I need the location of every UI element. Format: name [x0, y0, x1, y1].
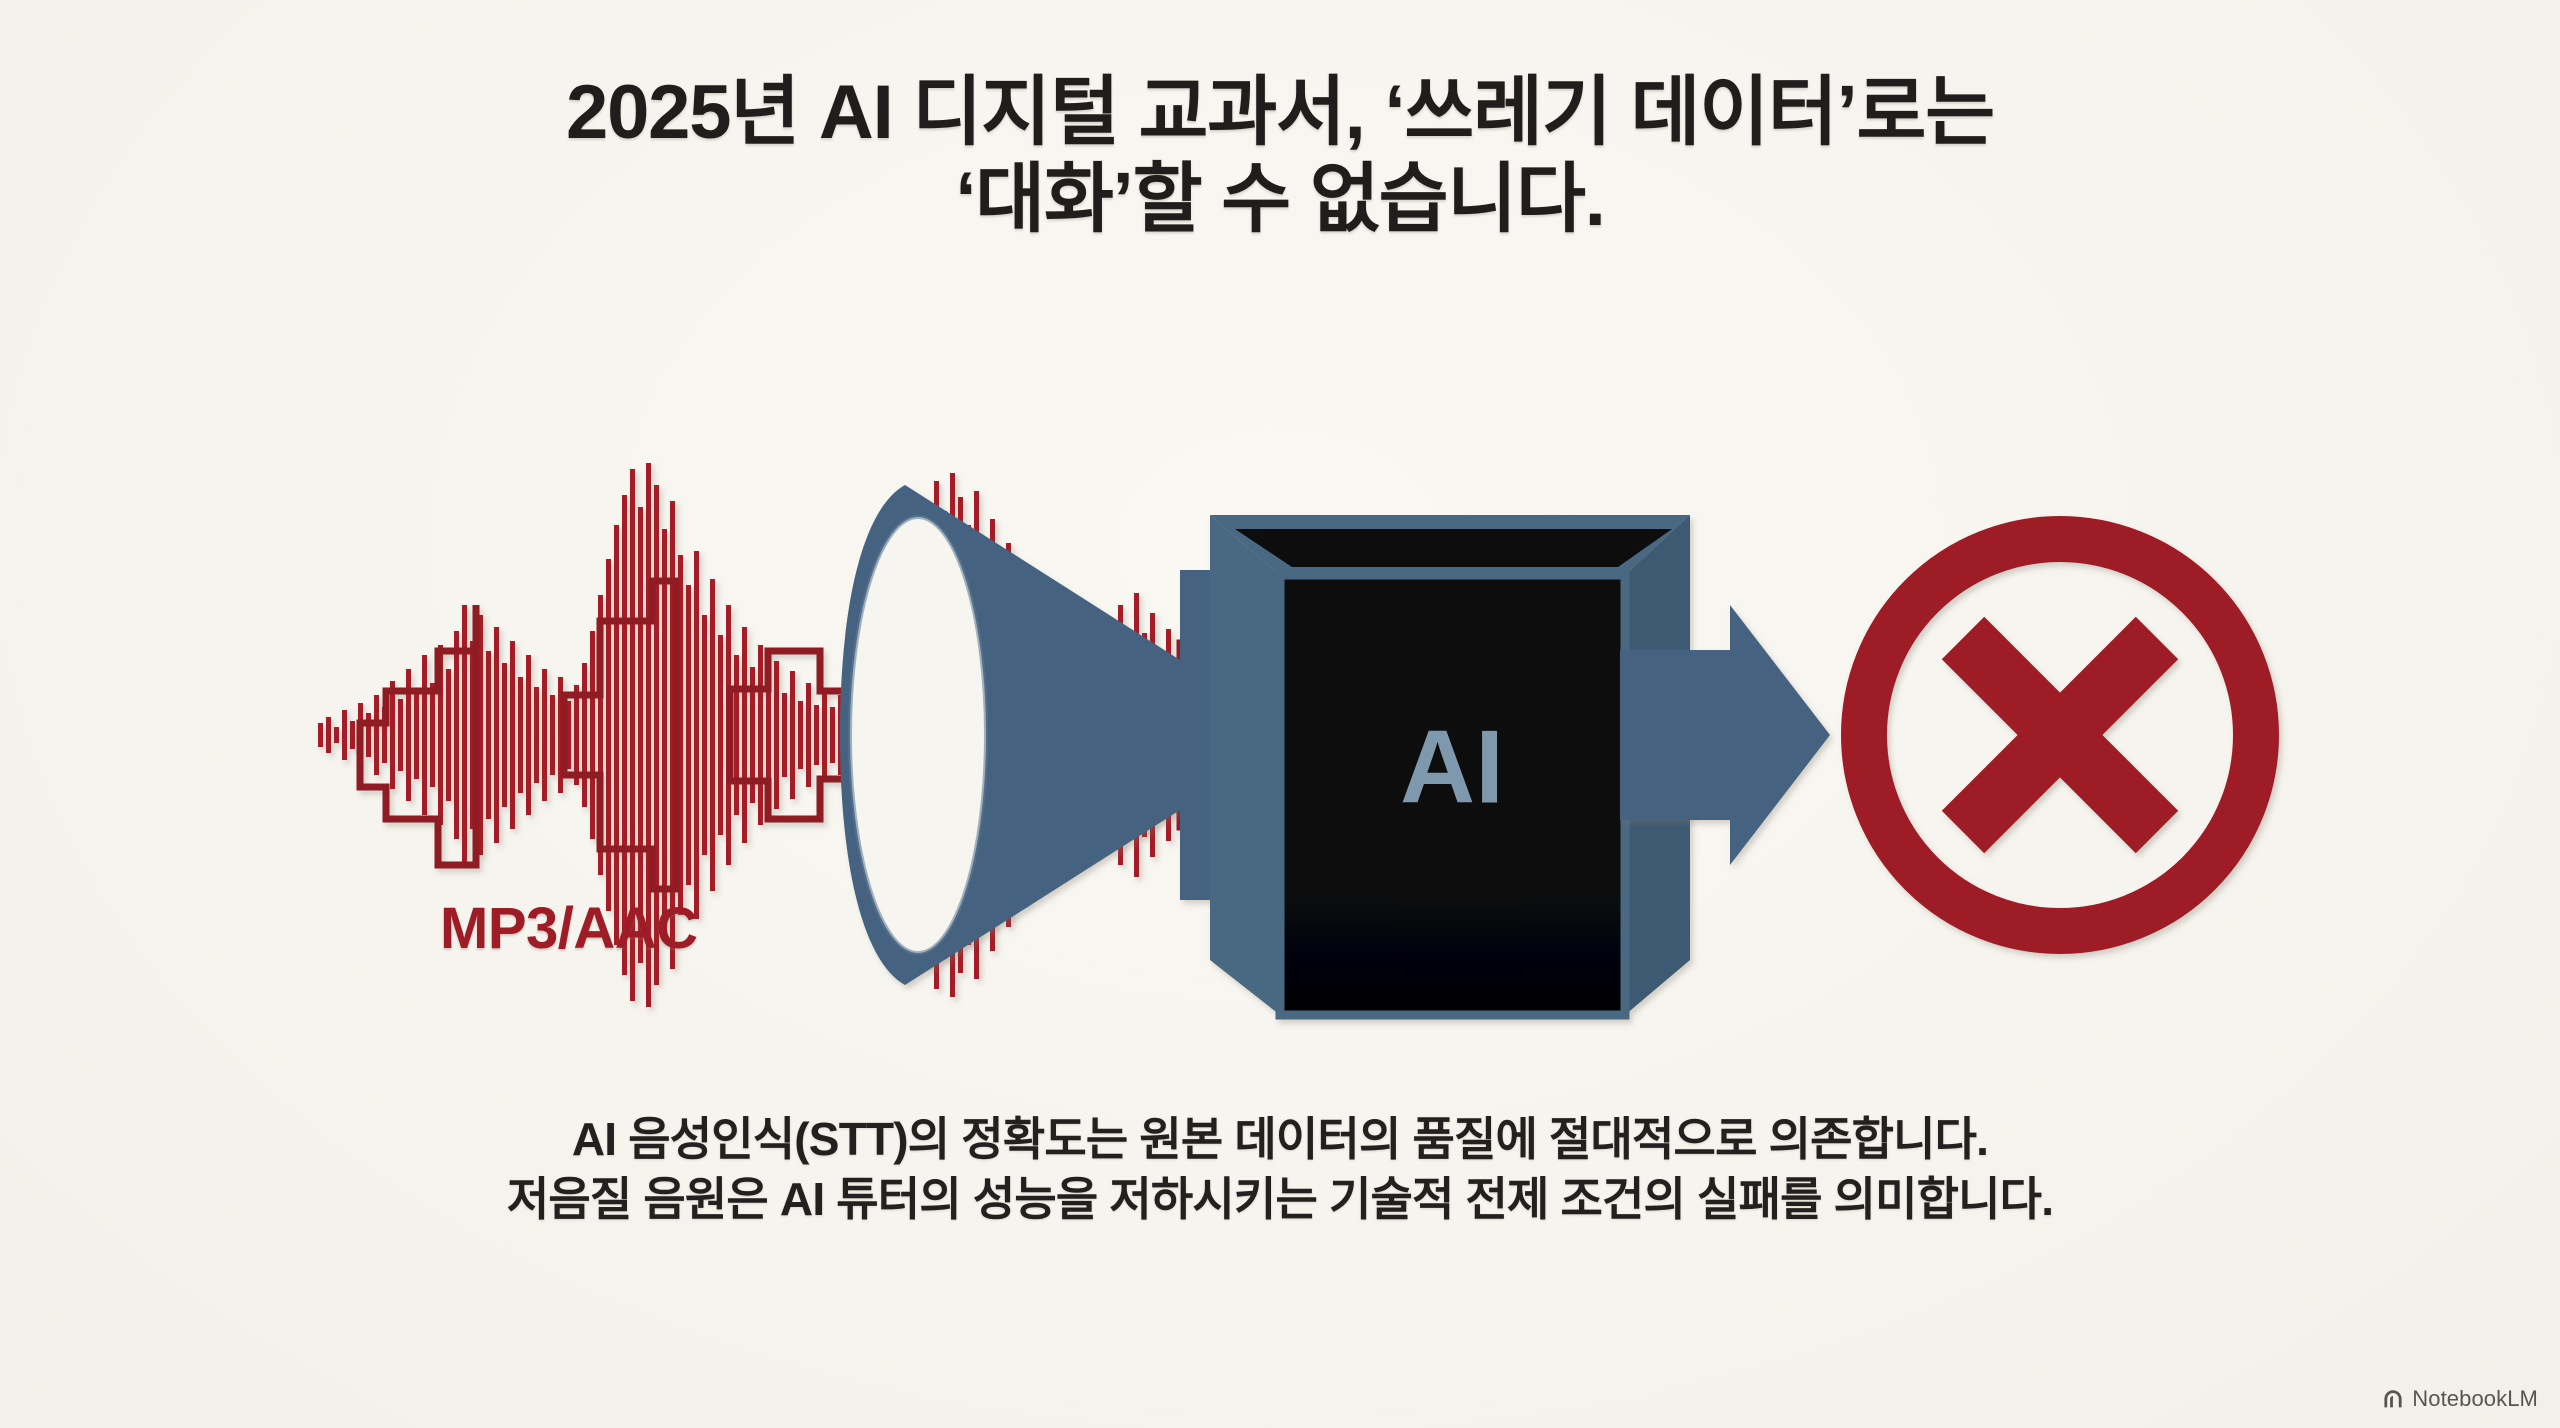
notebooklm-watermark: NotebookLM [2381, 1386, 2538, 1412]
ai-black-box: AI [1210, 515, 1690, 1020]
output-arrow-icon [1620, 605, 1830, 865]
caption-line-2: 저음질 음원은 AI 튜터의 성능을 저하시키는 기술적 전제 조건의 실패를 … [506, 1172, 2054, 1225]
notebooklm-watermark-label: NotebookLM [2412, 1386, 2538, 1411]
mp3-aac-label: MP3/AAC [440, 896, 698, 961]
diagram-svg: AI [318, 463, 2279, 1020]
notebooklm-spark-icon [2384, 1390, 2402, 1408]
page-title: 2025년 AI 디지털 교과서, ‘쓰레기 데이터’로는 ‘대화’할 수 없습… [0, 70, 2560, 243]
ai-box-label: AI [1400, 709, 1504, 825]
title-line-1: 2025년 AI 디지털 교과서, ‘쓰레기 데이터’로는 [566, 70, 1995, 155]
caption: AI 음성인식(STT)의 정확도는 원본 데이터의 품질에 절대적으로 의존합… [0, 1110, 2560, 1230]
funnel-icon [840, 485, 1260, 985]
error-circle-x-icon [1841, 516, 2279, 954]
audio-to-ai-failure-diagram: AI [300, 455, 2280, 1020]
caption-line-1: AI 음성인식(STT)의 정확도는 원본 데이터의 품질에 절대적으로 의존합… [571, 1113, 1989, 1165]
title-line-2: ‘대화’할 수 없습니다. [955, 156, 1606, 242]
